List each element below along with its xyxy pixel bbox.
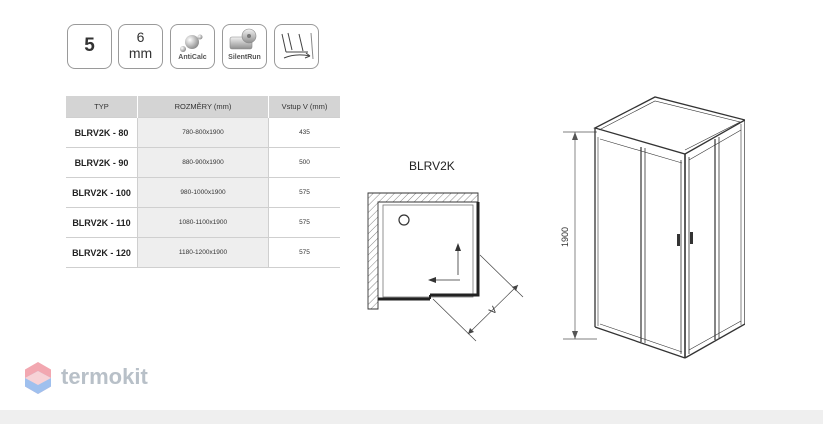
cell-type: BLRV2K - 100 bbox=[66, 177, 138, 208]
cell-entry: 575 bbox=[268, 177, 340, 208]
glass-thickness-unit: mm bbox=[128, 45, 153, 61]
height-dimension-label: 1900 bbox=[560, 227, 570, 247]
cell-entry: 435 bbox=[268, 117, 340, 148]
silentrun-label: SilentRun bbox=[228, 54, 261, 61]
header-vstup: Vstup V (mm) bbox=[268, 96, 340, 118]
table-row: BLRV2K - 100 980-1000x1900 575 bbox=[66, 177, 340, 208]
arrow-up-icon bbox=[455, 243, 461, 251]
doors-count-value: 5 bbox=[84, 35, 95, 56]
spec-table: TYP ROZMĚRY (mm) Vstup V (mm) BLRV2K - 8… bbox=[66, 96, 340, 268]
header-typ: TYP bbox=[66, 96, 138, 118]
cell-type: BLRV2K - 120 bbox=[66, 237, 138, 268]
cell-entry: 575 bbox=[268, 237, 340, 268]
anticalc-badge: AntiCalc bbox=[170, 24, 215, 69]
table-row: BLRV2K - 80 780-800x1900 435 bbox=[66, 117, 340, 148]
cell-dimensions: 980-1000x1900 bbox=[137, 177, 269, 208]
table-row: BLRV2K - 90 880-900x1900 500 bbox=[66, 147, 340, 178]
anticalc-label: AntiCalc bbox=[178, 54, 207, 61]
hexagon-logo-icon bbox=[25, 362, 51, 394]
wall-hatching bbox=[367, 192, 479, 310]
cell-type: BLRV2K - 90 bbox=[66, 147, 138, 178]
cell-dimensions: 780-800x1900 bbox=[137, 117, 269, 148]
glass-thickness-badge: 6 mm bbox=[118, 24, 163, 69]
silentrun-icon bbox=[229, 28, 257, 50]
cell-type: BLRV2K - 80 bbox=[66, 117, 138, 148]
plan-title: BLRV2K bbox=[409, 159, 455, 173]
table-row: BLRV2K - 120 1180-1200x1900 575 bbox=[66, 237, 340, 268]
enclosure-elevation-diagram: 1900 bbox=[560, 96, 745, 359]
silentrun-badge: SilentRun bbox=[222, 24, 267, 69]
dimension-arrow-top bbox=[572, 132, 578, 140]
drain-icon bbox=[398, 214, 410, 226]
cell-dimensions: 1080-1100x1900 bbox=[137, 207, 269, 238]
table-row: BLRV2K - 110 1080-1100x1900 575 bbox=[66, 207, 340, 238]
cell-dimensions: 1180-1200x1900 bbox=[137, 237, 269, 268]
anticalc-icon bbox=[180, 34, 203, 52]
header-rozmery: ROZMĚRY (mm) bbox=[137, 96, 269, 118]
logo-text: termokit bbox=[61, 364, 148, 389]
cell-type: BLRV2K - 110 bbox=[66, 207, 138, 238]
shower-tray bbox=[382, 204, 474, 298]
doors-count-badge: 5 bbox=[67, 24, 112, 69]
dimension-arrow-bottom bbox=[572, 331, 578, 339]
sliding-door-badge bbox=[274, 24, 319, 69]
plan-view-diagram: V bbox=[367, 192, 524, 342]
cell-entry: 500 bbox=[268, 147, 340, 178]
table-header-row: TYP ROZMĚRY (mm) Vstup V (mm) bbox=[66, 96, 340, 118]
arrow-left-icon bbox=[428, 277, 436, 283]
glass-thickness-value: 6 bbox=[136, 29, 145, 45]
sliding-door-icon bbox=[281, 32, 314, 60]
entry-dimension-label: V bbox=[487, 304, 500, 317]
front-door-handle bbox=[677, 234, 680, 246]
bottom-strip bbox=[0, 410, 823, 424]
side-door-handle bbox=[690, 232, 693, 244]
cell-dimensions: 880-900x1900 bbox=[137, 147, 269, 178]
cell-entry: 575 bbox=[268, 207, 340, 238]
